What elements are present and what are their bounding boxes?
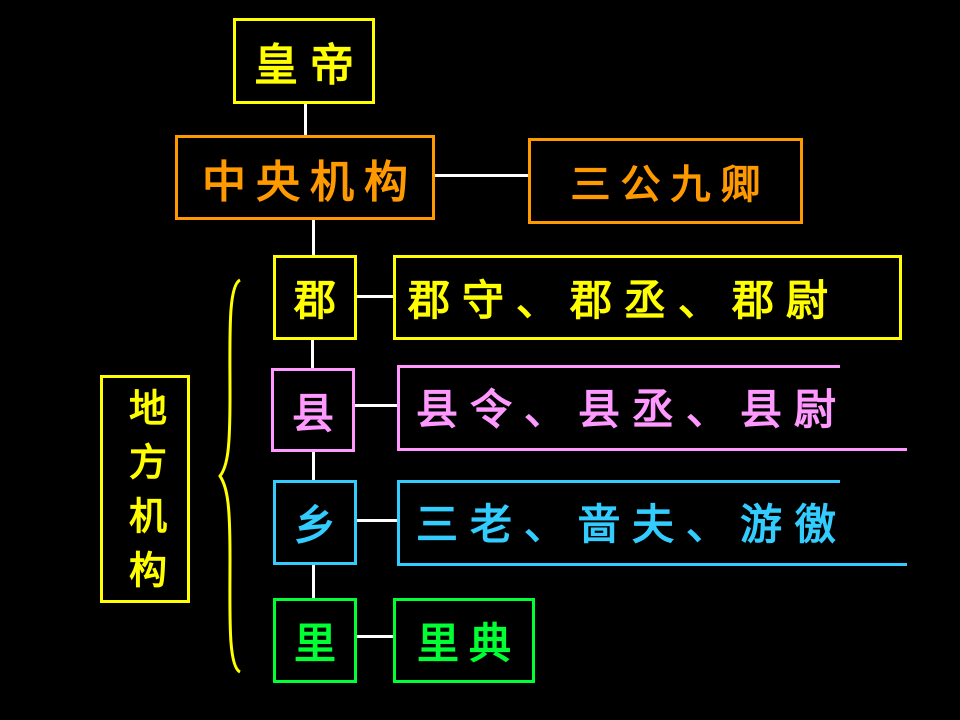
connector-xian-officials xyxy=(355,404,397,407)
node-central-institutions: 中央机构 xyxy=(175,135,435,220)
connector-jun-officials xyxy=(357,295,393,298)
node-local-institutions: 地方机构 xyxy=(100,375,190,604)
box-top-edge xyxy=(397,480,840,483)
connector-central-ministers xyxy=(435,174,528,177)
node-xiang: 乡 xyxy=(273,480,357,565)
connector-li-official xyxy=(357,635,393,638)
connector-central-jun xyxy=(312,220,315,255)
connector-xian-xiang xyxy=(312,452,315,480)
brace-path xyxy=(218,278,241,674)
node-three-dukes-nine-ministers: 三公九卿 xyxy=(528,138,803,224)
connector-jun-xian xyxy=(311,340,314,368)
node-xiang-officials-label: 三老、啬夫、游徼 xyxy=(416,500,849,549)
node-li: 里 xyxy=(273,598,357,683)
connector-xiang-officials xyxy=(357,519,397,522)
node-xian-officials: 县令、县丞、县尉 xyxy=(397,365,907,451)
node-xiang-officials: 三老、啬夫、游徼 xyxy=(397,480,907,566)
connector-xiang-li xyxy=(312,565,315,598)
box-top-edge xyxy=(397,365,840,368)
node-xian: 县 xyxy=(271,368,355,452)
node-emperor: 皇帝 xyxy=(233,18,375,104)
brace-bracket xyxy=(218,278,241,674)
node-li-official: 里典 xyxy=(393,598,535,683)
node-jun-officials: 郡守、郡丞、郡尉 xyxy=(393,255,902,340)
node-xian-officials-label: 县令、县丞、县尉 xyxy=(416,385,849,434)
connector-emperor-central xyxy=(304,104,307,135)
node-jun: 郡 xyxy=(273,255,357,340)
